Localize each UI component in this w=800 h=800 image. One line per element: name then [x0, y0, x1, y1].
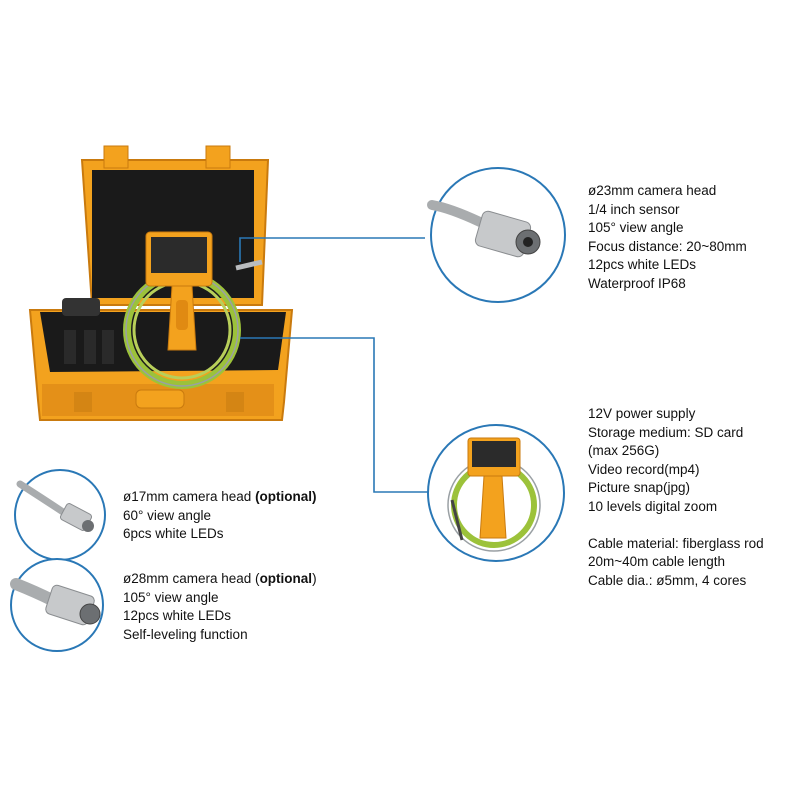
spec-line: Cable material: fiberglass rod — [588, 535, 764, 551]
spec-line: Waterproof IP68 — [588, 275, 686, 291]
spec-line: Picture snap(jpg) — [588, 480, 691, 495]
spec-line: ø23mm camera head — [588, 183, 717, 198]
spec-line: (max 256G) — [588, 443, 660, 458]
spec-line: 105° view angle — [123, 589, 219, 605]
spec-title: ø17mm camera head (optional) — [123, 488, 317, 507]
callout-lines — [239, 237, 428, 493]
spec-line: Storage medium: SD card — [588, 424, 744, 440]
spec-line: Self-leveling function — [123, 626, 248, 642]
spec-line: Focus distance: 20~80mm — [588, 238, 747, 254]
camera-23mm-zoom-circle — [427, 167, 566, 303]
spec-title-main: ø28mm camera head ( — [123, 571, 260, 586]
spec-title: ø28mm camera head (optional) — [123, 570, 317, 589]
spec-title-close: ) — [312, 571, 317, 586]
spec-line: Video record(mp4) — [588, 461, 700, 477]
spec-line: 60° view angle — [123, 507, 211, 523]
spec-title-main: ø17mm camera head — [123, 489, 256, 504]
spec-line: 12pcs white LEDs — [123, 608, 232, 623]
spec-line: 20m~40m cable length — [588, 554, 725, 569]
spec-spacer — [588, 516, 764, 535]
spec-line: 12V power supply — [588, 406, 696, 421]
reel-unit-zoom-circle — [427, 424, 565, 562]
unit-spec-list: 12V power supply Storage medium: SD card… — [588, 405, 764, 590]
spec-line: 105° view angle — [588, 220, 684, 235]
spec-line: 10 levels digital zoom — [588, 498, 718, 514]
camera-28mm-spec-list: ø28mm camera head (optional) 105° view a… — [123, 570, 317, 644]
spec-line: 6pcs white LEDs — [123, 526, 224, 541]
spec-line: 1/4 inch sensor — [588, 201, 680, 217]
camera-28mm-zoom-circle — [10, 558, 104, 652]
carrying-case-image — [28, 145, 294, 421]
optional-label: optional — [259, 571, 313, 586]
camera-23mm-spec-list: ø23mm camera head 1/4 inch sensor 105° v… — [588, 182, 747, 293]
camera-17mm-spec-list: ø17mm camera head (optional) 60° view an… — [123, 488, 317, 544]
camera-17mm-zoom-circle — [14, 469, 106, 561]
spec-line: 12pcs white LEDs — [588, 257, 697, 272]
optional-label: (optional) — [255, 489, 317, 504]
spec-line: Cable dia.: ø5mm, 4 cores — [588, 572, 747, 588]
